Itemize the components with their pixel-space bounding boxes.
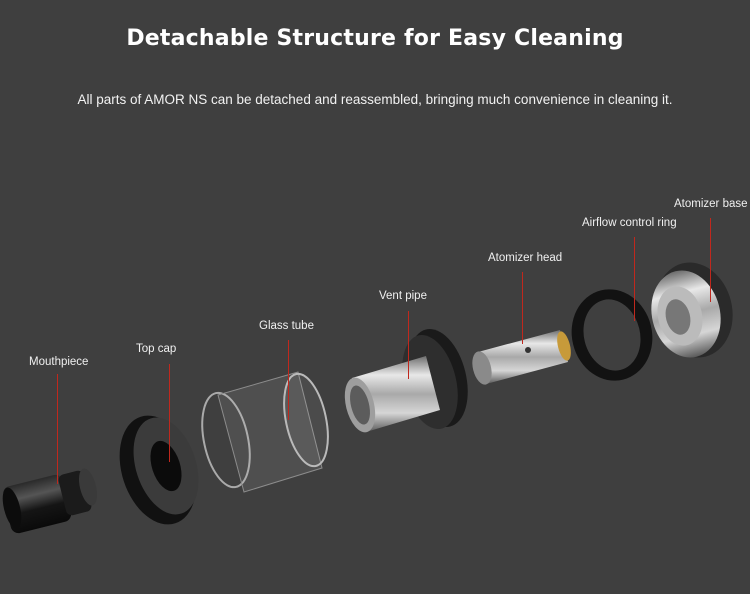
label-atomizer-head: Atomizer head — [488, 252, 563, 264]
callout-line-glass-tube — [288, 340, 289, 420]
callout-line-atomizer-base — [710, 218, 711, 302]
callout-line-vent-pipe — [408, 311, 409, 379]
callout-line-airflow-ring — [634, 237, 635, 321]
callout-line-top-cap — [169, 364, 170, 462]
page-title: Detachable Structure for Easy Cleaning — [126, 26, 624, 51]
label-vent-pipe: Vent pipe — [379, 290, 427, 302]
airflow-ring-part — [571, 289, 653, 381]
mouthpiece-part — [2, 468, 98, 534]
atomizer-head-part — [472, 330, 571, 385]
callout-line-mouthpiece — [57, 374, 58, 484]
vent-pipe-part — [344, 329, 468, 433]
callout-line-atomizer-head — [522, 272, 523, 344]
glass-tube-part — [201, 371, 329, 493]
label-atomizer-base: Atomizer base — [674, 198, 748, 210]
label-top-cap: Top cap — [136, 343, 177, 355]
label-mouthpiece: Mouthpiece — [29, 356, 89, 368]
label-airflow-control-ring: Airflow control ring — [582, 217, 677, 229]
label-glass-tube: Glass tube — [259, 320, 314, 332]
atomizer-base-part — [651, 262, 733, 358]
top-cap-part — [119, 415, 199, 525]
page-subtitle: All parts of AMOR NS can be detached and… — [77, 92, 673, 107]
